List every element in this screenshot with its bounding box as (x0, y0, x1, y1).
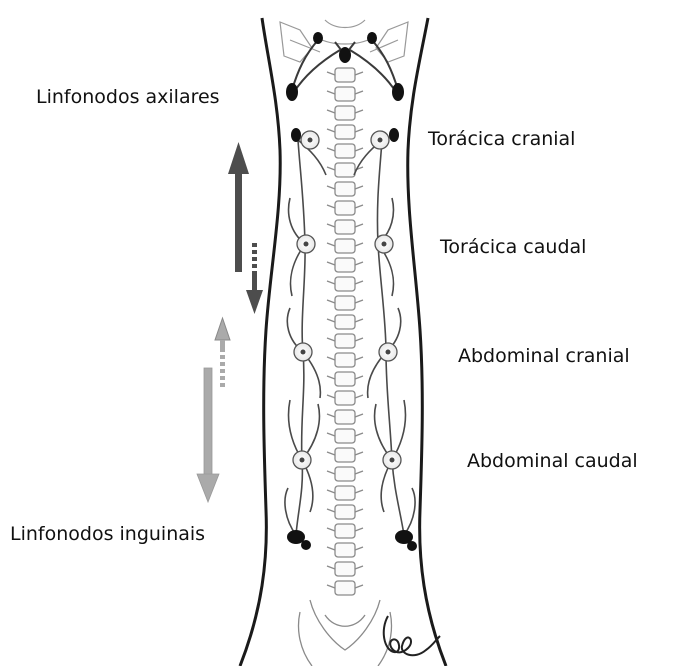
axillary-node-left-upper (313, 32, 323, 44)
vertebra (335, 220, 355, 234)
vertebra (335, 467, 355, 481)
vertebra (335, 543, 355, 557)
vertebra (335, 429, 355, 443)
vertebra (335, 106, 355, 120)
spine (327, 68, 363, 595)
body-outline-right (408, 18, 446, 666)
vertebra (335, 353, 355, 367)
label-inguinal-lymph-nodes: Linfonodos inguinais (10, 525, 205, 544)
vertebra (335, 296, 355, 310)
vertebra (335, 182, 355, 196)
vertebra (335, 581, 355, 595)
vertebra (335, 372, 355, 386)
vertebra (335, 125, 355, 139)
vertebra (335, 258, 355, 272)
vertebra (335, 277, 355, 291)
arrow-down-solid-icon (197, 368, 219, 502)
vertebra (335, 391, 355, 405)
label-caudal-abdominal: Abdominal caudal (467, 452, 638, 471)
vertebra (335, 505, 355, 519)
arrow-up-dashed-icon (215, 318, 230, 387)
vertebra (335, 334, 355, 348)
vertebra (335, 239, 355, 253)
axillary-node-center (339, 47, 351, 63)
vertebra (335, 87, 355, 101)
vertebra (335, 68, 355, 82)
axillary-node-right (392, 83, 404, 101)
label-cranial-thoracic: Torácica cranial (428, 130, 575, 149)
label-caudal-thoracic: Torácica caudal (440, 238, 586, 257)
vertebra (335, 486, 355, 500)
pelvis (299, 600, 392, 666)
axillary-node-right-lower (389, 128, 399, 142)
vertebra (335, 201, 355, 215)
inguinal-node-left-2 (301, 540, 311, 550)
label-cranial-abdominal: Abdominal cranial (458, 347, 630, 366)
label-axillary-lymph-nodes: Linfonodos axilares (36, 88, 220, 107)
axillary-node-left (286, 83, 298, 101)
axillary-node-left-lower (291, 128, 301, 142)
vertebra (335, 144, 355, 158)
vertebra (335, 410, 355, 424)
vertebra (335, 315, 355, 329)
vertebra (335, 524, 355, 538)
cranial-flow-arrows (228, 142, 263, 314)
vertebra (335, 562, 355, 576)
vertebra (335, 448, 355, 462)
caudal-flow-arrows (197, 318, 230, 502)
axillary-node-right-upper (367, 32, 377, 44)
body-outline-left (240, 18, 280, 666)
arrow-down-dashed-icon (246, 243, 263, 314)
inguinal-node-right-2 (407, 541, 417, 551)
vertebra (335, 163, 355, 177)
arrow-up-solid-icon (228, 142, 249, 272)
